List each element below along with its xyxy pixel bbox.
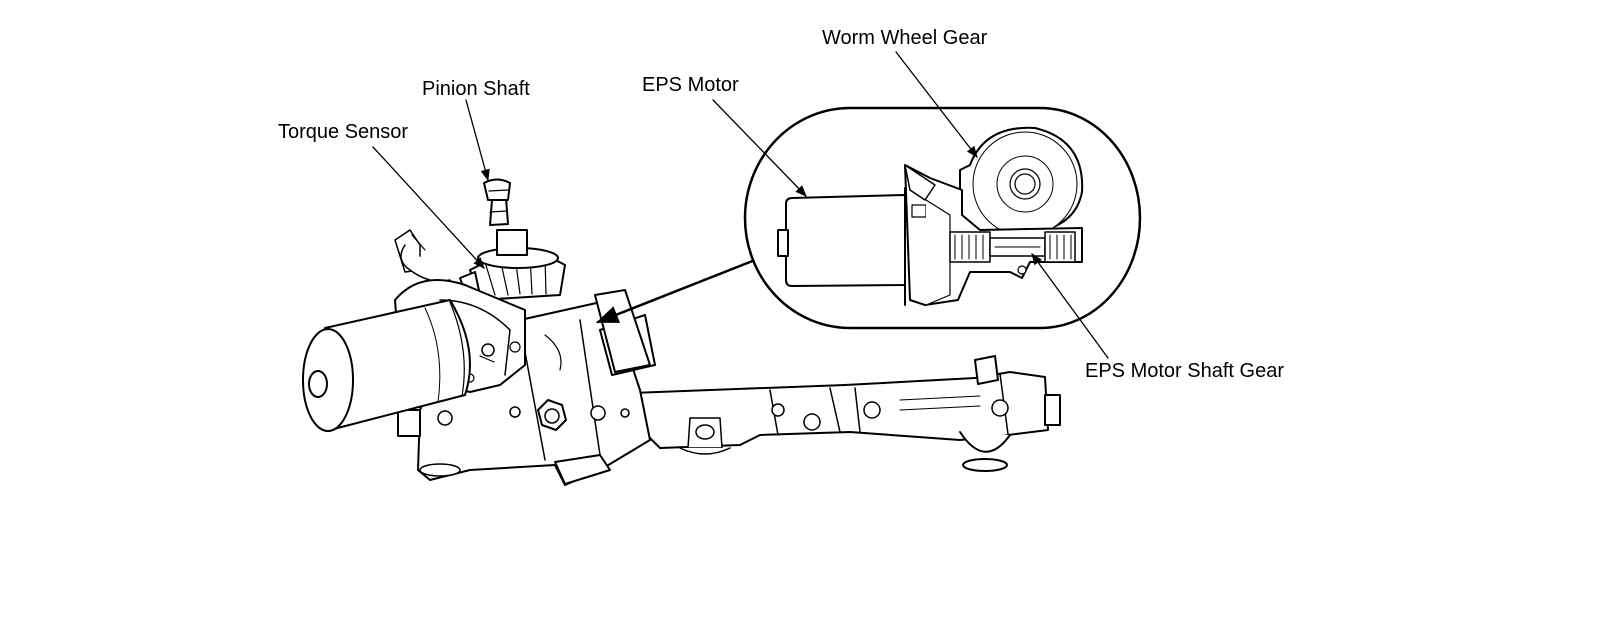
- label-eps-motor-shaft-gear: EPS Motor Shaft Gear: [1085, 360, 1284, 382]
- inset-shaft-gear: [949, 231, 1076, 263]
- leader-torque-sensor: [372, 146, 485, 269]
- leader-eps-motor: [712, 99, 807, 197]
- leader-worm-wheel-gear: [895, 51, 978, 158]
- label-torque-sensor: Torque Sensor: [278, 121, 409, 143]
- inset-motor-can: [777, 194, 906, 287]
- label-eps-motor: EPS Motor: [642, 74, 739, 96]
- inset-motor-housing: [904, 164, 1083, 306]
- label-pinion-shaft: Pinion Shaft: [422, 78, 530, 100]
- leader-eps-motor-shaft-gear: [1031, 253, 1109, 359]
- leader-lines: [372, 51, 1109, 359]
- inset-detail: [743, 106, 1142, 330]
- label-worm-wheel-gear: Worm Wheel Gear: [822, 27, 988, 49]
- leader-pinion-shaft: [465, 99, 490, 182]
- worm-wheel: [959, 126, 1084, 237]
- rack-housing: [629, 355, 1061, 472]
- callout-arrow: [595, 258, 757, 324]
- eps-motor-assembly: [302, 279, 526, 432]
